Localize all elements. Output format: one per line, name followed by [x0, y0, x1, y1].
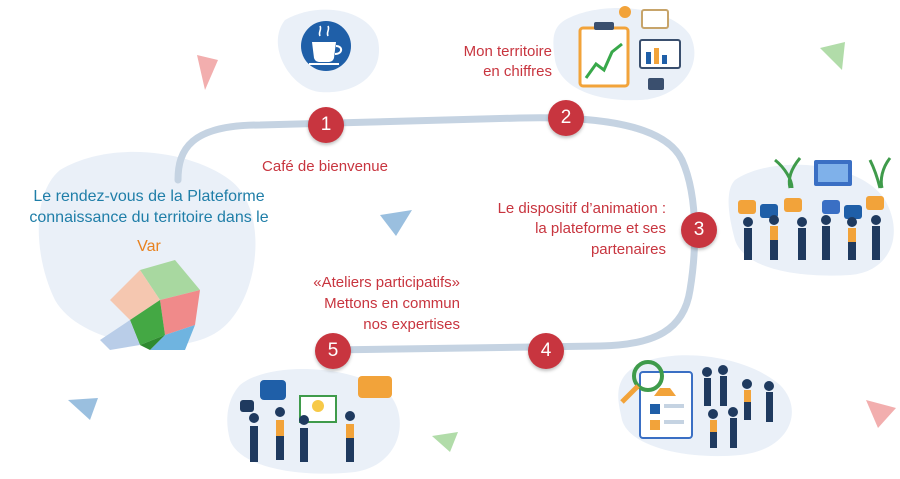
step-3-badge: 3 — [681, 212, 717, 248]
workshop-idea-icon — [240, 376, 392, 462]
step-3-label-line-1: Le dispositif d’animation : — [497, 200, 666, 217]
team-chat-icon — [738, 157, 892, 260]
intro-line-1: Le rendez-vous de la Plateforme — [33, 188, 265, 205]
decor-triangle — [380, 210, 412, 236]
intro-highlight: Var — [137, 238, 161, 255]
coffee-cup-icon — [301, 21, 351, 71]
step-5-label-line-1: «Ateliers participatifs» — [313, 274, 460, 291]
analysis-board-icon — [620, 360, 774, 448]
decor-triangle — [432, 432, 458, 452]
step-1-label: Café de bienvenue — [262, 158, 388, 175]
step-5-badge: 5 — [315, 333, 351, 369]
step-2-badge: 2 — [548, 100, 584, 136]
step-1-badge: 1 — [308, 107, 344, 143]
decor-triangle — [820, 42, 845, 70]
blob-team — [728, 164, 894, 276]
decor-triangle — [68, 398, 98, 420]
intro-line-2: connaissance du territoire dans le — [29, 209, 269, 226]
step-2-label-line-1: Mon territoire — [463, 43, 552, 60]
step-5-label-line-2: Mettons en commun — [324, 295, 460, 312]
geometric-logo-icon — [100, 260, 200, 350]
chart-board-icon — [578, 6, 681, 90]
decor-triangle — [197, 55, 218, 90]
step-2-label-line-2: en chiffres — [483, 63, 552, 80]
blob-left — [38, 151, 256, 346]
step-3-label-line-3: partenaires — [590, 241, 666, 258]
decor-triangle — [866, 400, 896, 428]
path-track — [174, 114, 699, 354]
step-4-badge: 4 — [528, 333, 564, 369]
step-3-label-line-2: la plateforme et ses — [535, 220, 666, 237]
step-5-label-line-3: nos expertises — [363, 316, 460, 333]
